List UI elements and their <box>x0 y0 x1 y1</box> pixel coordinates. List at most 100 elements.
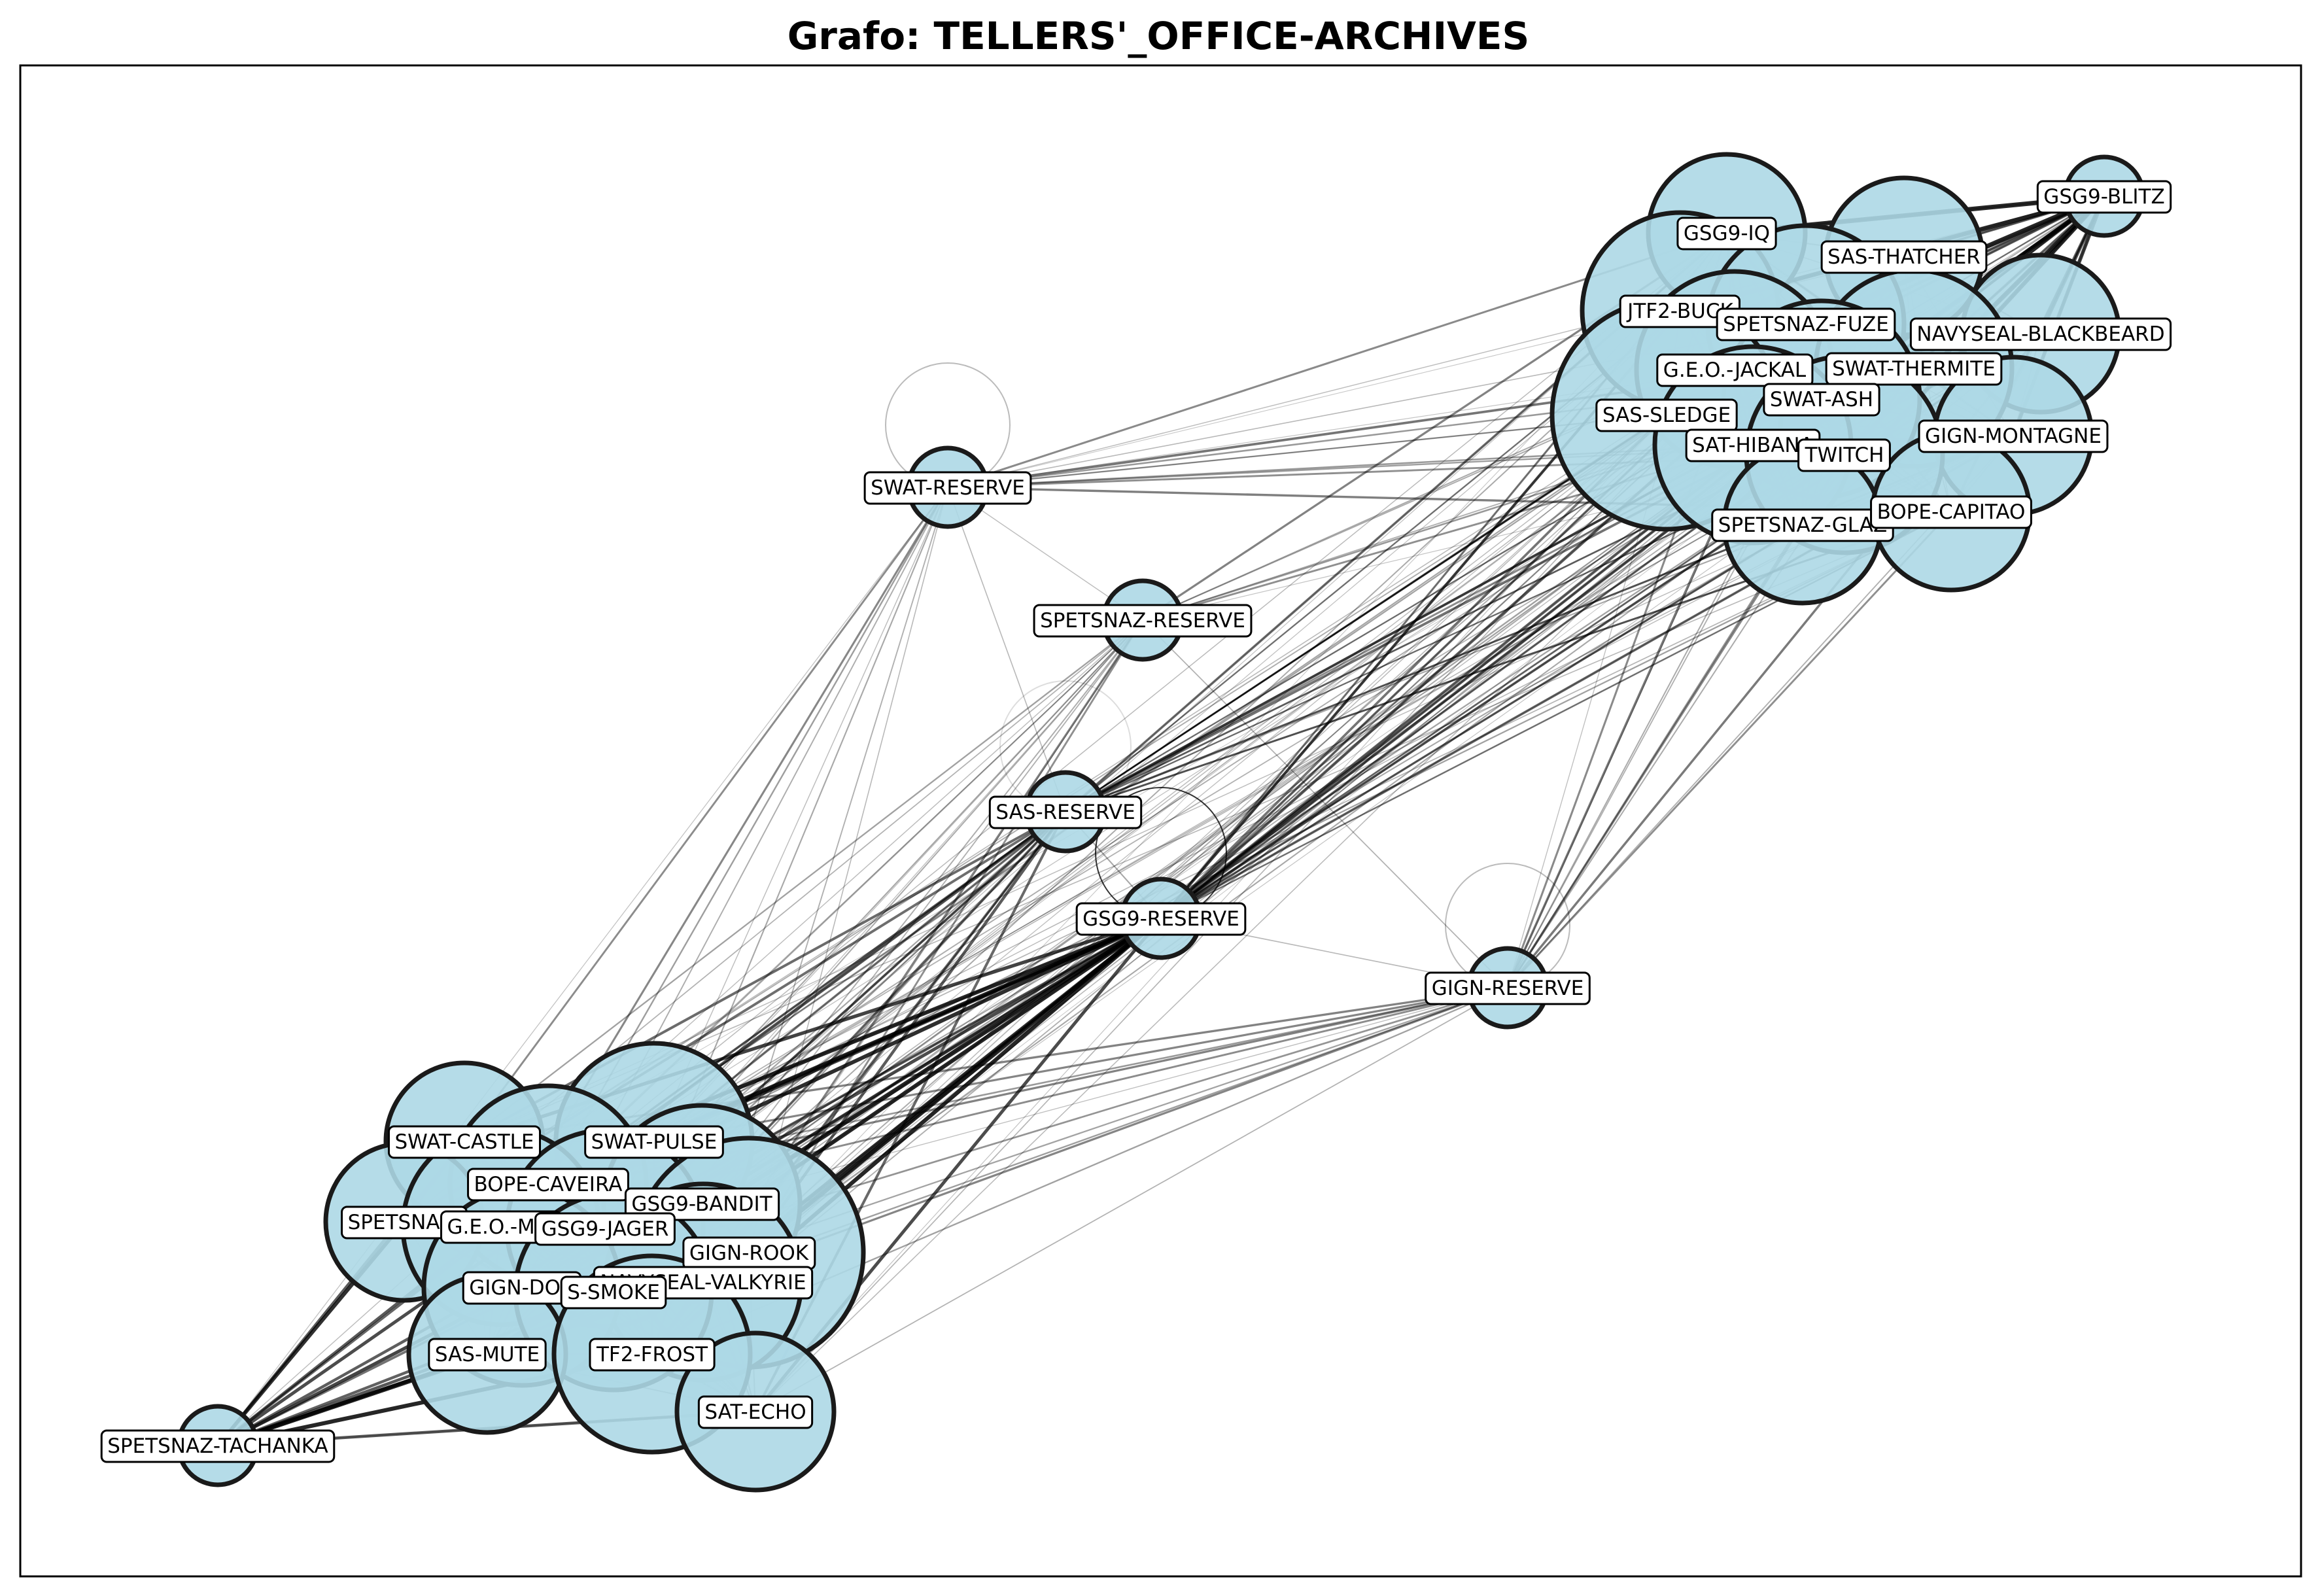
node-label-text: SAS-MUTE <box>435 1343 540 1366</box>
node-label-text: SAS-SLEDGE <box>1602 404 1731 427</box>
graph-edge <box>701 619 1143 1204</box>
node-label-text: SWAT-ASH <box>1770 388 1873 411</box>
graph-edge <box>604 232 1727 1229</box>
graph-edge <box>217 619 1143 1446</box>
node-label-text: TWITCH <box>1805 443 1884 467</box>
node-label-box <box>584 1125 724 1159</box>
graph-edge <box>1142 619 1508 988</box>
node-label: SWAT-CASTLE <box>387 1125 542 1159</box>
graph-edge <box>653 454 1845 1142</box>
graph-edge <box>755 369 1735 1412</box>
graph-edge <box>653 986 1508 1143</box>
node-label-box <box>1425 971 1591 1005</box>
node-label-text: GIGN-RESERVE <box>1432 977 1584 1000</box>
node-label-box <box>560 1275 667 1310</box>
node-label: GIGN-DOC <box>462 1271 582 1305</box>
label-layer: GSG9-BLITZGSG9-IQSAS-THATCHERJTF2-BUCKSP… <box>100 180 2172 1463</box>
node-label: SAS-RESERVE <box>988 795 1143 829</box>
node-label-box <box>1825 352 2003 386</box>
graph-edge <box>1065 413 1667 813</box>
node-label: SPETSNAZ-FUZE <box>1716 307 1896 341</box>
node-label: JTF2-BUCK <box>1619 294 1740 328</box>
node-label: SWAT-ASH <box>1763 383 1880 417</box>
node-label-box <box>1595 398 1738 432</box>
node-label: NAVYSEAL-BLACKBEARD <box>1909 317 2172 351</box>
node-label-box <box>697 1395 814 1429</box>
plot-frame <box>19 64 2302 1578</box>
node-label-box <box>1075 902 1247 936</box>
graph-edge <box>701 414 1667 1204</box>
node-label-text: SAS-RESERVE <box>996 801 1135 824</box>
node-label-text: GIGN-MONTAGNE <box>1925 425 2102 448</box>
node-label-text: SWAT-PULSE <box>591 1130 718 1154</box>
node-label-text: SAS-THATCHER <box>1827 245 1981 269</box>
node-label: GSG9-RESERVE <box>1075 902 1247 936</box>
node-label: GIGN-RESERVE <box>1425 971 1591 1005</box>
node-label-box <box>534 1212 676 1246</box>
graph-edge <box>1065 524 1803 812</box>
node-label-box <box>1820 240 1988 274</box>
graph-edge <box>755 987 1508 1412</box>
graph-edge <box>464 511 1952 1142</box>
node-label: GSG9-BLITZ <box>2036 180 2172 214</box>
graph-edge <box>651 232 1727 1355</box>
graph-edge <box>1160 413 1668 920</box>
node-label: G.E.O.-JACKAL <box>1656 353 1814 387</box>
node-label: SAS-THATCHER <box>1820 240 1988 274</box>
graph-edge <box>748 414 1667 1253</box>
node-label-text: SAT-HIBANA <box>1692 434 1814 457</box>
node-label: BOPE-CAVEIRA <box>467 1168 629 1202</box>
node-label: TF2-FROST <box>589 1338 716 1372</box>
graph-edge <box>947 310 1681 488</box>
graph-edge <box>653 487 948 1142</box>
node-label-box <box>100 1429 336 1463</box>
graph-edge <box>217 487 948 1446</box>
node-label: SPETSNAZ-GLAZ <box>1711 508 1894 542</box>
node-label: S-SMOKE <box>560 1275 667 1310</box>
node-label-box <box>1870 495 2032 529</box>
graph-edge <box>748 487 948 1253</box>
node-label-box <box>1918 419 2109 453</box>
node-label-box <box>624 1187 780 1221</box>
node-label: SPETSNAZ- <box>341 1206 468 1240</box>
node-label-text: GIGN-DOC <box>469 1276 574 1300</box>
node-label-box <box>1909 317 2172 351</box>
graph-edge <box>464 619 1143 1142</box>
graph-edge <box>748 454 1845 1253</box>
node-label: SPETSNAZ-TACHANKA <box>100 1429 336 1463</box>
node-label-text: SAT-ECHO <box>704 1400 806 1424</box>
graph-edge <box>613 310 1681 1292</box>
node-label: SWAT-THERMITE <box>1825 352 2003 386</box>
node-label-text: G.E.O.-JACKAL <box>1663 358 1807 382</box>
node-label-text: SPETSNAZ-FUZE <box>1723 313 1889 336</box>
node-label-text: BOPE-CAVEIRA <box>474 1173 623 1196</box>
node-label-box <box>387 1125 542 1159</box>
node-label-text: GSG9-BANDIT <box>631 1192 772 1216</box>
node-label: SAS-SLEDGE <box>1595 398 1738 432</box>
graph-edge <box>547 232 1727 1185</box>
node-label: SAS-MUTE <box>428 1338 547 1372</box>
node-label-text: JTF2-BUCK <box>1626 300 1733 323</box>
node-label-box <box>1676 217 1777 251</box>
node-label-box <box>1763 383 1880 417</box>
node-label: SAT-HIBANA <box>1685 428 1821 462</box>
node-label: BOPE-CAPITAO <box>1870 495 2032 529</box>
node-label-text: S-SMOKE <box>567 1281 660 1304</box>
node-label-box <box>589 1338 716 1372</box>
graph-edge <box>463 487 949 1142</box>
node-label-text: NAVYSEAL-BLACKBEARD <box>1916 322 2164 346</box>
graph-edge <box>604 369 1735 1229</box>
node-label-box <box>988 795 1143 829</box>
node-label: GSG9-IQ <box>1676 217 1777 251</box>
node-label-text: TF2-FROST <box>596 1343 708 1366</box>
node-label: GIGN-MONTAGNE <box>1918 419 2109 453</box>
graph-edge <box>701 987 1508 1204</box>
node-label-text: GSG9-IQ <box>1684 222 1770 245</box>
node-label: GSG9-BANDIT <box>624 1187 780 1221</box>
node-label: TWITCH <box>1797 438 1891 472</box>
node-label: SWAT-PULSE <box>584 1125 724 1159</box>
node-label: SAT-ECHO <box>697 1395 814 1429</box>
node-label-box <box>467 1168 629 1202</box>
node-label-box <box>1716 307 1896 341</box>
